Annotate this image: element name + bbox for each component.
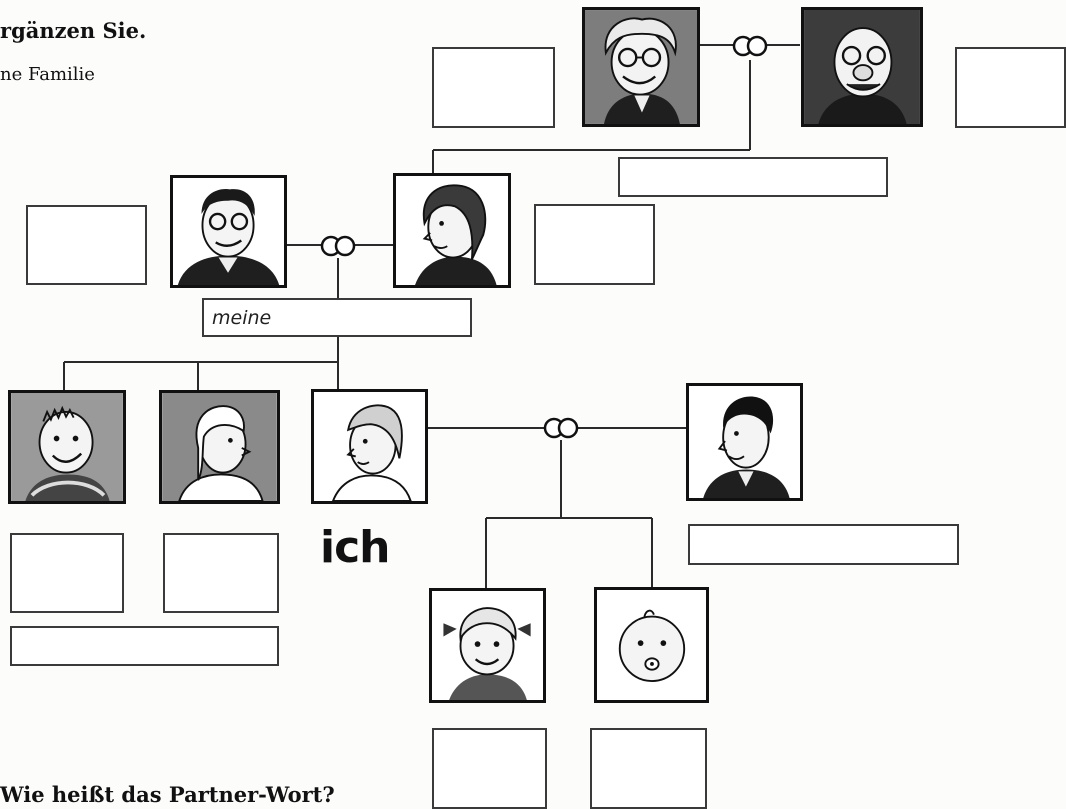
wedding-rings-icon [322, 237, 354, 255]
portrait-grandmother [582, 7, 700, 127]
next-exercise-heading: Wie heißt das Partner-Wort? [0, 784, 335, 805]
portrait-self [311, 389, 428, 504]
self-label: ich [320, 526, 390, 570]
wedding-rings-icon [545, 419, 577, 437]
portrait-daughter [429, 588, 546, 703]
answer-box-grandmother[interactable] [432, 47, 555, 128]
answer-box-husband[interactable] [688, 524, 959, 565]
portrait-husband [686, 383, 803, 501]
portrait-sister [159, 390, 280, 504]
exercise-heading: rgänzen Sie. [0, 20, 146, 41]
answer-box-mother[interactable] [534, 204, 655, 285]
answer-box-sister[interactable] [163, 533, 279, 613]
answer-box-daughter[interactable] [432, 728, 547, 809]
answer-box-son[interactable] [590, 728, 707, 809]
portrait-mother [393, 173, 511, 288]
portrait-baby [594, 587, 709, 703]
answer-box-grandparents[interactable] [618, 157, 888, 197]
portrait-father [170, 175, 287, 288]
portrait-brother [8, 390, 126, 504]
exercise-subheading: ne Familie [0, 66, 95, 84]
answer-box-parents[interactable]: meine [202, 298, 472, 337]
wedding-rings-icon [734, 37, 766, 55]
prefilled-answer-text: meine [212, 307, 271, 329]
portrait-grandfather [801, 7, 923, 127]
answer-box-father[interactable] [26, 205, 147, 285]
answer-box-grandfather[interactable] [955, 47, 1066, 128]
answer-box-brother[interactable] [10, 533, 124, 613]
answer-box-siblings[interactable] [10, 626, 279, 666]
